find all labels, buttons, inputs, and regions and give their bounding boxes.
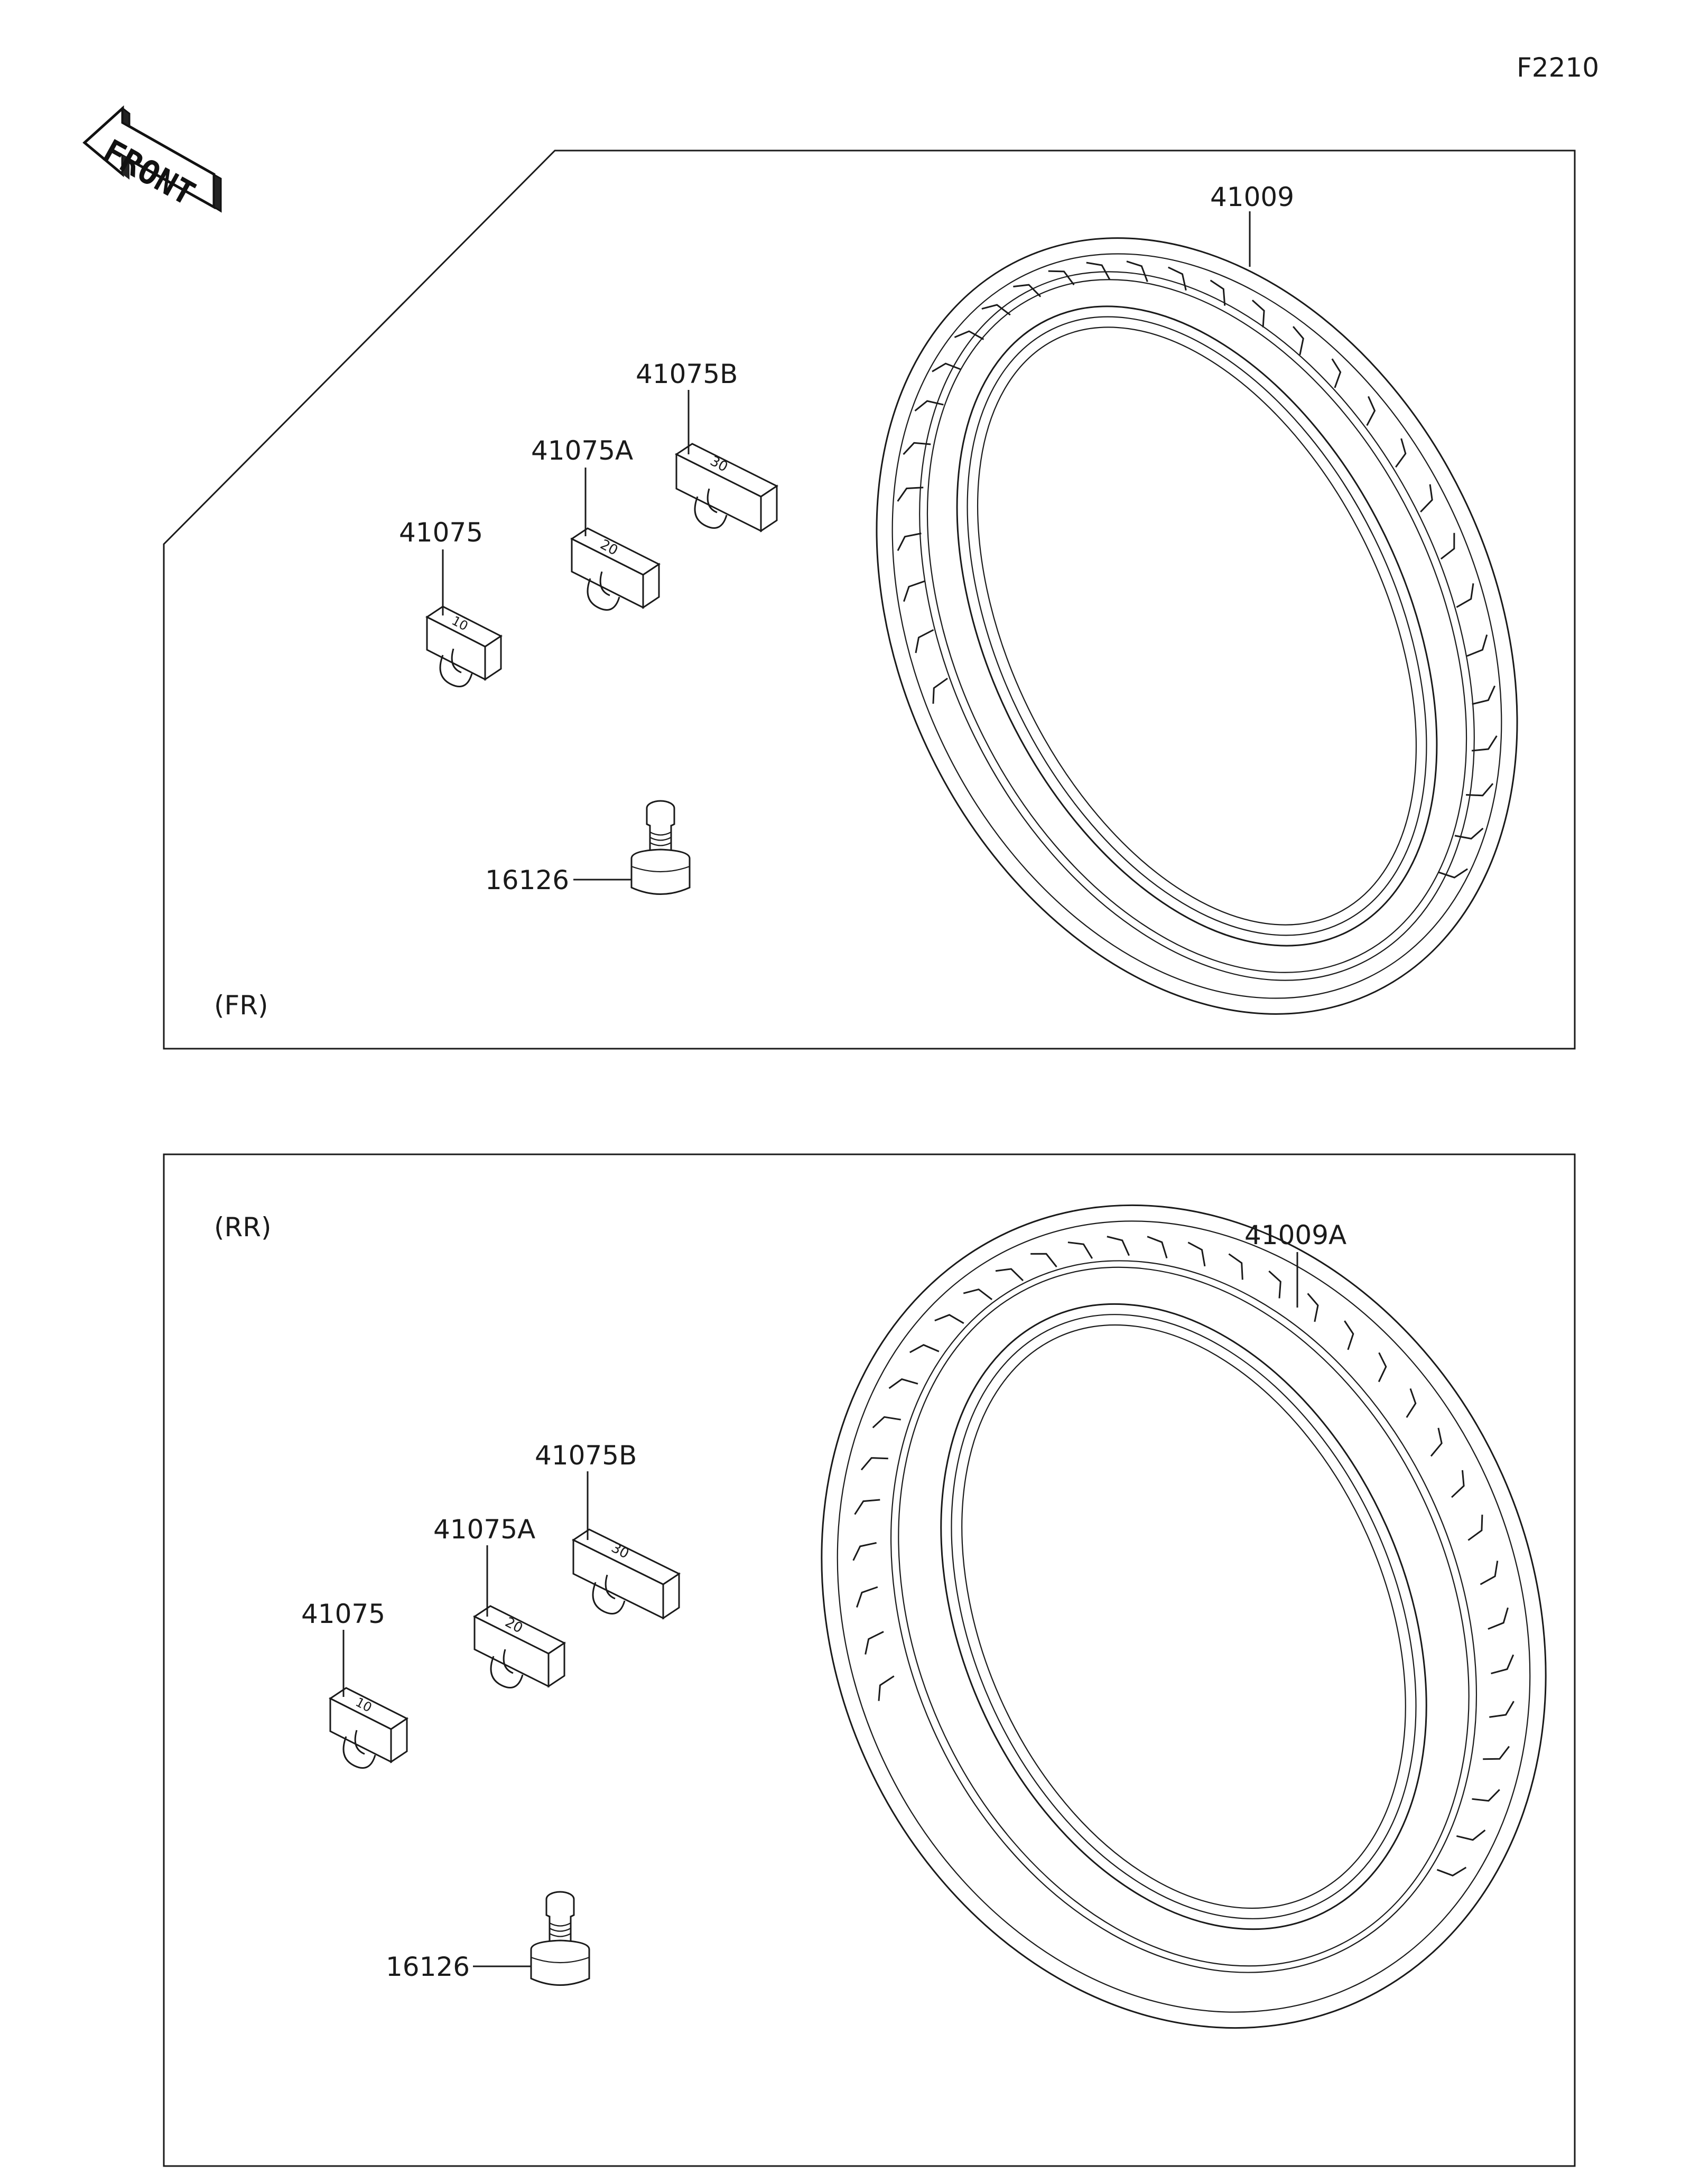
front-tread-groove: [1395, 438, 1407, 468]
rear-tread-groove: [860, 1457, 888, 1471]
rear-balance-weight-10[interactable]: 10: [329, 1687, 408, 1769]
front-tread-groove: [1366, 396, 1376, 426]
rear-tire-valve[interactable]: [530, 1891, 590, 1986]
rear-weight-callout: 41075: [301, 1599, 385, 1629]
rear-tread-groove: [865, 1631, 884, 1655]
front-weight-b-callout: 41075B: [636, 359, 738, 389]
front-tread-groove: [1210, 279, 1226, 306]
rear-tread-groove: [1467, 1515, 1483, 1541]
rear-tread-groove: [1406, 1388, 1417, 1418]
rear-weight-a-callout: 41075A: [433, 1514, 535, 1545]
rear-tread-groove: [1030, 1253, 1057, 1268]
front-tread-groove: [897, 533, 922, 552]
front-tire-valve[interactable]: [630, 800, 691, 895]
rear-tread-groove: [888, 1378, 918, 1389]
front-tread-pattern: [897, 260, 1498, 879]
front-tread-groove: [932, 677, 948, 704]
front-tread-groove: [1168, 266, 1187, 291]
rear-balance-weight-20[interactable]: 20: [473, 1605, 566, 1688]
front-weight-callout: 41075: [399, 517, 483, 548]
front-section-frame: [163, 150, 1576, 1050]
rear-balance-weight-30[interactable]: 30: [572, 1528, 681, 1620]
front-tread-groove: [1126, 260, 1148, 282]
front-tread-groove: [1048, 270, 1075, 286]
rear-tread-groove: [1430, 1427, 1443, 1457]
figure-code: F2210: [1517, 52, 1599, 83]
rear-tread-groove: [1067, 1242, 1093, 1259]
rear-tread-groove: [1107, 1236, 1130, 1256]
rear-tread-groove: [1456, 1830, 1486, 1841]
front-tread-groove: [1471, 735, 1498, 752]
front-tread-groove: [914, 400, 944, 412]
rear-tread-groove: [1491, 1654, 1515, 1675]
front-section: (FR) 41009 30 41075B: [163, 130, 1641, 1121]
front-tread-groove: [915, 629, 934, 654]
front-tread-groove: [1438, 868, 1468, 879]
front-direction-arrow-icon: FRONT: [82, 105, 222, 213]
rear-tread-groove: [1378, 1352, 1387, 1383]
front-tread-groove: [981, 304, 1011, 316]
front-tread-groove: [897, 487, 924, 502]
rear-tire[interactable]: [693, 1089, 1675, 2145]
rear-weight-b-callout: 41075B: [535, 1440, 637, 1471]
front-tread-groove: [903, 442, 931, 455]
front-tread-groove: [1472, 685, 1496, 705]
rear-tread-groove: [872, 1416, 901, 1429]
rear-tire-callout: 41009A: [1244, 1220, 1346, 1250]
rear-tread-groove: [1268, 1270, 1281, 1299]
front-tread-groove: [1331, 358, 1342, 388]
front-section-tag: (FR): [214, 990, 268, 1021]
rear-tread-groove: [1147, 1236, 1168, 1258]
front-tread-groove: [1456, 583, 1474, 608]
front-tread-groove: [903, 580, 925, 602]
front-tread-groove: [1013, 284, 1042, 297]
rear-tread-groove: [854, 1499, 880, 1515]
rear-tread-groove: [1480, 1561, 1499, 1585]
front-balance-weight-20[interactable]: 20: [570, 527, 661, 611]
rear-tread-groove: [1307, 1293, 1319, 1322]
rear-tread-groove: [1483, 1746, 1510, 1760]
rear-tread-groove: [1489, 1701, 1515, 1718]
front-tread-groove: [1086, 262, 1111, 281]
rear-tread-pattern: [852, 1236, 1515, 1877]
front-tread-groove: [1440, 533, 1455, 560]
rear-tread-groove: [856, 1586, 878, 1608]
front-weight-a-callout: 41075A: [531, 435, 633, 466]
front-balance-weight-30[interactable]: 30: [675, 443, 778, 533]
rear-tread-groove: [934, 1314, 964, 1324]
front-tire[interactable]: [752, 130, 1641, 1121]
rear-tread-groove: [1187, 1242, 1206, 1267]
rear-section: (RR) 41009A 30 41075B: [163, 1089, 1675, 2167]
front-tread-groove: [1466, 634, 1488, 657]
front-tread-groove: [1466, 783, 1494, 797]
rear-tread-groove: [1228, 1253, 1243, 1280]
rear-tread-groove: [963, 1288, 993, 1301]
rear-section-frame: [163, 1153, 1576, 2167]
rear-section-tag: (RR): [214, 1212, 272, 1243]
rear-tread-groove: [909, 1344, 940, 1354]
front-tread-groove: [1292, 326, 1304, 356]
front-tread-groove: [1420, 484, 1433, 513]
front-valve-callout: 16126: [485, 865, 569, 895]
rear-tread-groove: [1451, 1470, 1465, 1498]
front-tread-groove: [954, 330, 984, 340]
front-tire-callout: 41009: [1210, 182, 1294, 212]
rear-valve-callout: 16126: [386, 1952, 470, 1982]
rear-tread-groove: [995, 1268, 1024, 1282]
front-tread-groove: [1454, 827, 1484, 840]
rear-tread-groove: [1488, 1607, 1509, 1630]
front-balance-weight-10[interactable]: 10: [425, 605, 503, 687]
front-tread-groove: [932, 362, 962, 372]
front-tread-groove: [1251, 300, 1265, 328]
rear-tread-groove: [1436, 1866, 1467, 1877]
rear-tread-groove: [878, 1675, 895, 1701]
rear-tread-groove: [1472, 1789, 1500, 1802]
rear-tread-groove: [1344, 1320, 1354, 1350]
rear-tread-groove: [852, 1542, 877, 1561]
